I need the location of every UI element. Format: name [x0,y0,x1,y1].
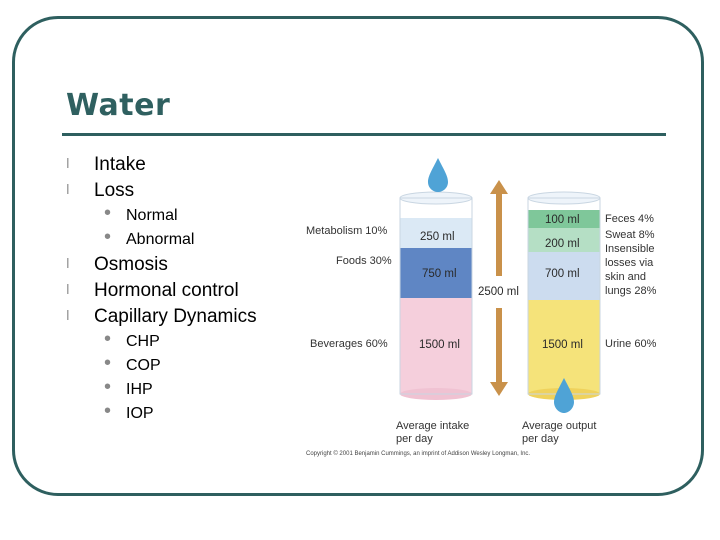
intake-segment-beverages [400,298,472,394]
intake-cylinder-glass [399,197,473,395]
output-label-insensible-2: losses via [605,257,654,269]
output-segment-sweat [528,228,600,252]
bullet-ihp: IHP [66,375,257,402]
total-volume: 2500 ml [478,286,519,298]
slide-title: Water [66,88,171,123]
intake-value-beverages: 1500 ml [419,339,460,351]
caption-output-line-2: per day [522,433,559,445]
intake-cylinder: 250 ml 750 ml 1500 ml [399,191,473,400]
intake-segment-foods [400,248,472,298]
bullet-intake: Intake [66,152,257,178]
intake-label-foods: Foods 30% [336,255,392,267]
output-label-insensible-3: skin and [605,271,646,283]
intake-value-foods: 750 ml [422,268,457,280]
title-rule [62,133,666,136]
bullet-list: Intake Loss Normal Abnormal Osmosis Horm… [66,152,257,426]
output-value-insensible: 700 ml [545,268,580,280]
caption-output-line-1: Average output [522,420,596,432]
intake-drop-icon [428,158,448,192]
output-value-feces: 100 ml [545,214,580,226]
double-arrow [490,180,508,396]
bullet-capillary: Capillary Dynamics [66,304,257,330]
arrow-up [490,180,508,276]
output-label-urine: Urine 60% [605,338,657,350]
output-segment-insensible [528,252,600,300]
copyright-notice: Copyright © 2001 Benjamin Cummings, an i… [306,450,530,457]
bullet-chp: CHP [66,327,257,354]
bullet-cop: COP [66,351,257,378]
output-value-urine: 1500 ml [542,339,583,351]
bullet-loss-abnormal: Abnormal [66,225,257,252]
output-label-insensible-1: Insensible [605,243,655,255]
output-drop-icon [554,378,574,413]
bullet-loss: Loss [66,178,257,204]
intake-label-beverages: Beverages 60% [310,338,388,350]
output-label-insensible-4: lungs 28% [605,285,657,297]
intake-value-metabolism: 250 ml [420,231,455,243]
output-cylinder: 100 ml 200 ml 700 ml 1500 ml [527,191,601,400]
bullet-loss-normal: Normal [66,201,257,228]
intake-label-metabolism: Metabolism 10% [306,225,388,237]
output-value-sweat: 200 ml [545,238,580,250]
output-label-sweat: Sweat 8% [605,229,655,241]
intake-segment-metabolism [400,218,472,248]
bullet-osmosis: Osmosis [66,252,257,278]
caption-intake-line-1: Average intake [396,420,469,432]
arrow-down [490,308,508,396]
bullet-iop: IOP [66,399,257,426]
caption-intake-line-2: per day [396,433,433,445]
bullet-hormonal: Hormonal control [66,278,257,304]
output-segment-feces [528,210,600,228]
water-balance-diagram: 250 ml 750 ml 1500 ml Metabolism 10% Foo… [306,158,657,457]
output-label-feces: Feces 4% [605,213,654,225]
